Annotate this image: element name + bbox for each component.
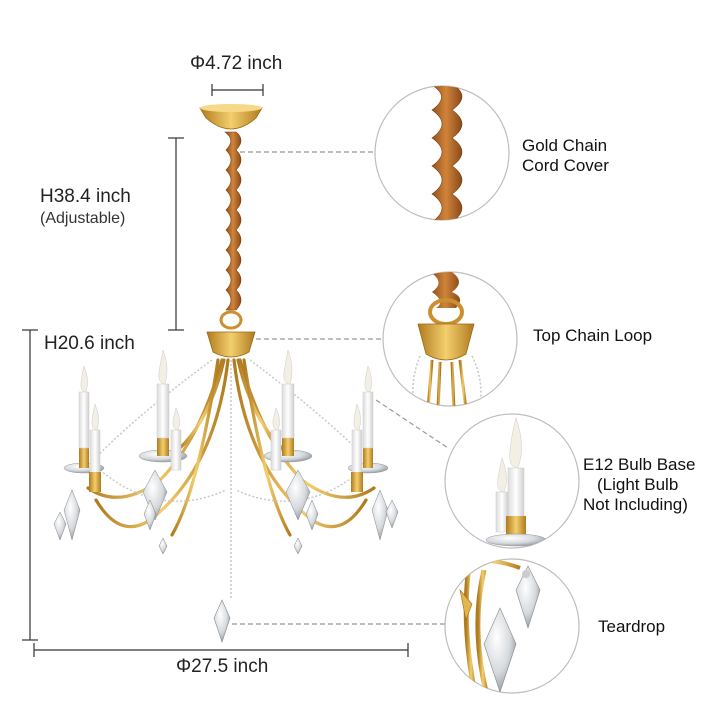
detail-circle-cord-cover (374, 85, 510, 221)
callout-bulb-base-line1: E12 Bulb Base (583, 455, 696, 474)
candle-arms (63, 349, 389, 541)
dimension-bottom-diameter (33, 643, 409, 657)
chain-height-note: (Adjustable) (40, 210, 126, 227)
callout-bulb-base-line2: (Light Bulb (597, 475, 679, 494)
bottom-diameter-label: Φ27.5 inch (176, 656, 269, 677)
detail-circle-bulb-base (444, 413, 580, 549)
detail-circle-chain-loop (382, 271, 518, 407)
callout-bulb-base: E12 Bulb Base (Light Bulb Not Including) (583, 455, 695, 515)
detail-circle-teardrop (444, 558, 580, 694)
leader-lines (232, 151, 449, 625)
dimension-top-diameter (211, 84, 264, 96)
callout-cord-cover-line1: Gold Chain (522, 136, 608, 155)
top-diameter-label: Φ4.72 inch (190, 53, 283, 74)
callout-chain-loop: Top Chain Loop (533, 326, 653, 345)
callout-teardrop: Teardrop (598, 617, 666, 636)
chain-height-label: H38.4 inch (40, 186, 131, 207)
bottom-teardrop (213, 599, 231, 643)
callout-cord-cover: Gold Chain Cord Cover (522, 136, 609, 176)
dimension-chain-height (168, 137, 184, 331)
dimension-body-height (22, 329, 38, 641)
callout-bulb-base-line3: Not Including) (583, 495, 688, 514)
callout-cord-cover-line2: Cord Cover (522, 156, 609, 175)
chandelier-main (53, 104, 399, 643)
body-height-label: H20.6 inch (44, 333, 135, 354)
